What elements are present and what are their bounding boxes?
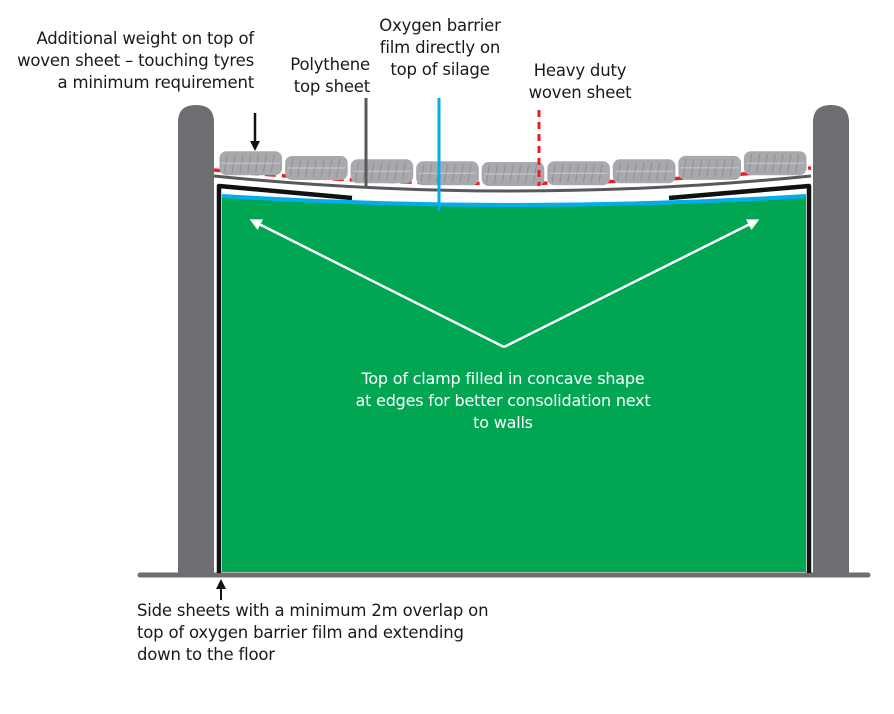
heavy-duty-label: Heavy duty woven sheet [528,61,632,102]
tyre [481,162,545,186]
silage-body [222,195,806,572]
polythene-top-sheet [213,174,812,193]
tyre [612,159,676,184]
tyre [678,155,741,180]
right-side-sheet [668,183,812,573]
tyre [219,151,283,176]
tyre [285,156,348,180]
additional-weight-label: Additional weight on top of woven sheet … [17,29,254,92]
left-side-sheet [216,183,353,573]
tyre-row [219,151,807,186]
tyre [350,159,414,184]
concave-arrow-left [249,219,505,349]
oxygen-barrier-film [221,194,807,207]
left-wall [178,105,214,575]
oxygen-barrier-label: Oxygen barrier film directly on top of s… [379,16,501,79]
tyre [416,161,479,186]
polythene-label: Polythene top sheet [290,55,370,96]
side-sheets-label: Side sheets with a minimum 2m overlap on… [137,601,489,664]
tyre [743,151,807,176]
tyre [547,161,610,186]
concave-annotation: Top of clamp filled in concave shape at … [355,369,651,432]
right-wall [813,105,849,575]
concave-arrow-right [503,219,760,349]
